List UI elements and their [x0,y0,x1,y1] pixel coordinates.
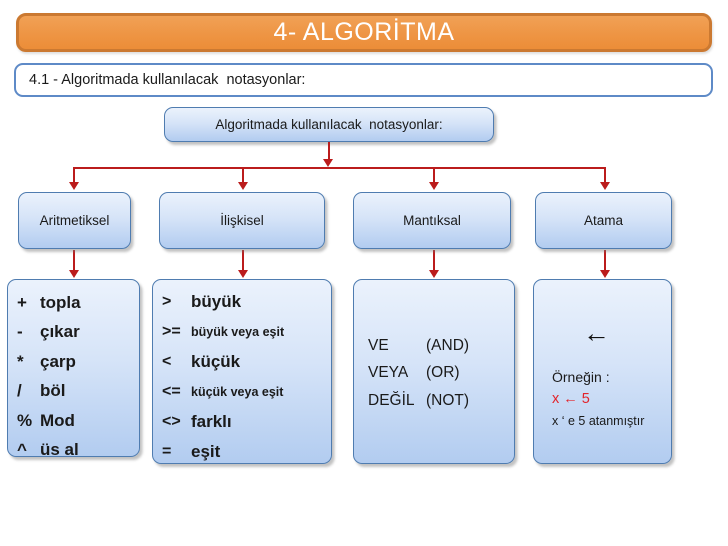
connector-cat-drop-1 [72,250,75,270]
arrow-down-icon [428,182,439,190]
operator-symbol: - [17,322,23,342]
operator-symbol: * [17,351,24,371]
operator-symbol: <= [162,383,181,400]
operator-row: + topla [17,288,139,318]
operator-row: / böl [17,377,139,407]
detail-box-iliskisel: > büyük >= büyük veya eşit < küçük <= kü… [152,279,332,464]
operator-row: = eşit [162,437,331,467]
operator-label: Mod [40,410,75,430]
category-label: İlişkisel [220,213,264,228]
arrow-down-icon [599,270,610,278]
connector-cat-drop-3 [432,250,435,270]
operator-label: küçük veya eşit [191,385,284,399]
operator-symbol: + [17,292,27,312]
assignment-example: Örneğin : x ← 5 x ‘ e 5 atanmıştır [552,370,644,427]
operator-symbol: % [17,410,33,430]
operator-row: % Mod [17,406,139,436]
left-arrow-icon: ← [583,318,610,348]
root-node-label: Algoritmada kullanılacak notasyonlar: [215,117,443,132]
connector-drop-3 [432,168,435,182]
operator-row: <= küçük veya eşit [162,377,331,407]
operator-row: - çıkar [17,318,139,348]
operator-row: <> farklı [162,407,331,437]
connector-cat-drop-2 [241,250,244,270]
category-node-atama: Atama [535,192,672,249]
connector-hline [73,166,606,169]
example-note: x ‘ e 5 atanmıştır [552,413,645,428]
root-node: Algoritmada kullanılacak notasyonlar: [164,107,494,142]
operator-label: üs al [40,440,79,460]
category-label: Atama [583,213,624,228]
operator-label: farklı [191,412,232,431]
arrow-down-icon [599,182,610,190]
arrow-down-icon [428,270,439,278]
operator-row: < küçük [162,347,331,377]
operator-symbol: ^ [17,440,27,460]
connector-drop-2 [241,168,244,182]
operator-symbol: VE [368,336,389,354]
category-node-mantiksal: Mantıksal [353,192,511,249]
operator-symbol: = [162,443,172,460]
operator-symbol: / [17,381,22,401]
operator-symbol: DEĞİL [368,391,415,409]
operator-label: böl [40,381,66,401]
operator-symbol: <> [162,413,181,430]
connector-cat-drop-4 [603,250,606,270]
page-title: 4- ALGORİTMA [273,18,455,46]
operator-label: büyük [191,292,242,311]
example-title: Örneğin : [552,369,610,385]
operator-row: VEYA (OR) [368,360,514,388]
operator-row: DEĞİL (NOT) [368,387,514,415]
arrow-down-icon [237,182,248,190]
operator-label: topla [40,292,81,312]
arrow-down-icon [68,270,79,278]
category-label: Aritmetiksel [39,213,110,228]
operator-english: (AND) [426,336,470,354]
connector-root-vline [327,142,330,160]
arrow-down-icon [68,182,79,190]
operator-label: çıkar [40,322,80,342]
operator-symbol: >= [162,323,181,340]
operator-english: (OR) [426,364,460,382]
connector-drop-1 [72,168,75,182]
detail-box-aritmetiksel: + topla - çıkar * çarp / böl % Mod ^ üs … [7,279,140,459]
operator-english: (NOT) [426,391,470,409]
operator-row: >= büyük veya eşit [162,317,331,347]
section-header-label: 4.1 - Algoritmada kullanılacak notasyonl… [29,72,306,88]
operator-label: çarp [40,351,76,371]
arrow-down-icon [323,159,333,167]
operator-symbol: > [162,293,172,310]
operator-symbol: VEYA [368,364,409,382]
title-bar: 4- ALGORİTMA [16,13,712,52]
operator-symbol: < [162,353,172,370]
operator-row: ^ üs al [17,436,139,466]
detail-box-mantiksal: VE (AND) VEYA (OR) DEĞİL (NOT) [353,279,515,464]
connector-drop-4 [603,168,606,182]
operator-label: eşit [191,442,221,461]
category-node-aritmetiksel: Aritmetiksel [18,192,131,249]
operator-row: > büyük [162,287,331,317]
category-node-iliskisel: İlişkisel [159,192,325,249]
operator-row: * çarp [17,347,139,377]
operator-row: VE (AND) [368,332,514,360]
section-header: 4.1 - Algoritmada kullanılacak notasyonl… [14,63,713,97]
operator-label: küçük [191,352,241,371]
example-expression: x ← 5 [552,391,590,407]
arrow-down-icon [237,270,248,278]
category-label: Mantıksal [403,213,461,228]
detail-box-atama: ← Örneğin : x ← 5 x ‘ e 5 atanmıştır [533,279,672,464]
operator-label: büyük veya eşit [191,325,285,339]
